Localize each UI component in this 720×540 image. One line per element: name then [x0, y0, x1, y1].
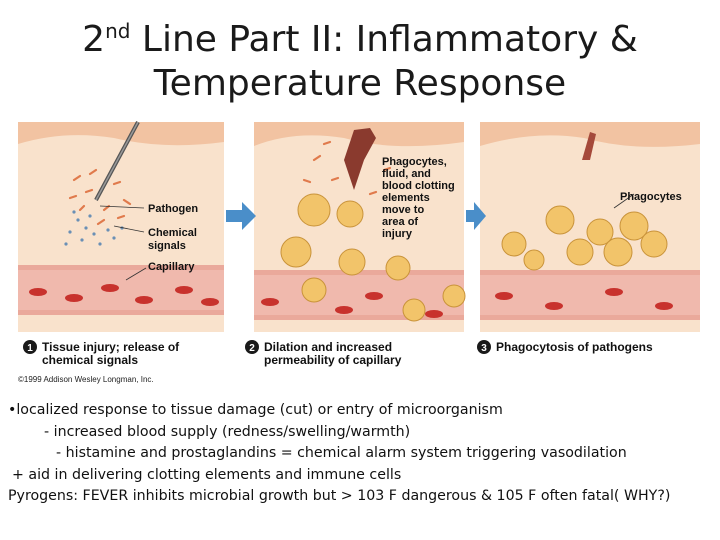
- inflammatory-response-figure: Pathogen Chemical signals Capillary Phag…: [14, 120, 704, 390]
- step-3-caption: 3 Phagocytosis of pathogens: [477, 340, 653, 354]
- step-2-number: 2: [249, 343, 255, 354]
- pathogen-label: Pathogen: [148, 203, 198, 215]
- phago-fluid-label-1: Phagocytes,: [382, 156, 447, 168]
- body-line-2: - increased blood supply (redness/swelli…: [8, 422, 712, 444]
- phago-fluid-label-7: injury: [382, 228, 413, 240]
- step-3-number: 3: [481, 343, 487, 354]
- title-text-a: 2: [82, 19, 105, 60]
- phago-fluid-label-5: move to: [382, 204, 424, 216]
- title-line-2: Temperature Response: [0, 62, 720, 106]
- step-1-caption: 1 Tissue injury; release of chemical sig…: [23, 340, 180, 367]
- chemical-label-2: signals: [148, 240, 186, 252]
- body-text: •localized response to tissue damage (cu…: [8, 400, 712, 508]
- arrow-right-icon-1: [226, 202, 256, 230]
- phago-fluid-label-4: elements: [382, 192, 430, 204]
- body-line-5: Pyrogens: FEVER inhibits microbial growt…: [8, 486, 712, 508]
- step-1-line-1: Tissue injury; release of: [42, 340, 180, 354]
- body-line-4: + aid in delivering clotting elements an…: [8, 465, 712, 487]
- phago-fluid-label-2: fluid, and: [382, 168, 431, 180]
- title-text-b: Line Part II: Inflammatory &: [130, 19, 637, 60]
- capillary-label: Capillary: [148, 261, 195, 273]
- step-3-line-1: Phagocytosis of pathogens: [496, 340, 653, 354]
- phagocytes-label: Phagocytes: [620, 191, 682, 203]
- copyright-text: ©1999 Addison Wesley Longman, Inc.: [18, 375, 154, 384]
- phago-fluid-label-3: blood clotting: [382, 180, 455, 192]
- chemical-label-1: Chemical: [148, 227, 197, 239]
- step-2-caption: 2 Dilation and increased permeability of…: [245, 340, 402, 367]
- step-1-line-2: chemical signals: [42, 353, 138, 367]
- body-line-3: - histamine and prostaglandins = chemica…: [8, 443, 712, 465]
- phago-fluid-label-6: area of: [382, 216, 418, 228]
- slide-title: 2nd Line Part II: Inflammatory & Tempera…: [0, 18, 720, 106]
- body-line-1: •localized response to tissue damage (cu…: [8, 400, 712, 422]
- step-2-line-1: Dilation and increased: [264, 340, 392, 354]
- step-1-number: 1: [27, 343, 33, 354]
- title-line-1: 2nd Line Part II: Inflammatory &: [0, 18, 720, 62]
- title-superscript: nd: [105, 19, 130, 43]
- step-2-line-2: permeability of capillary: [264, 353, 402, 367]
